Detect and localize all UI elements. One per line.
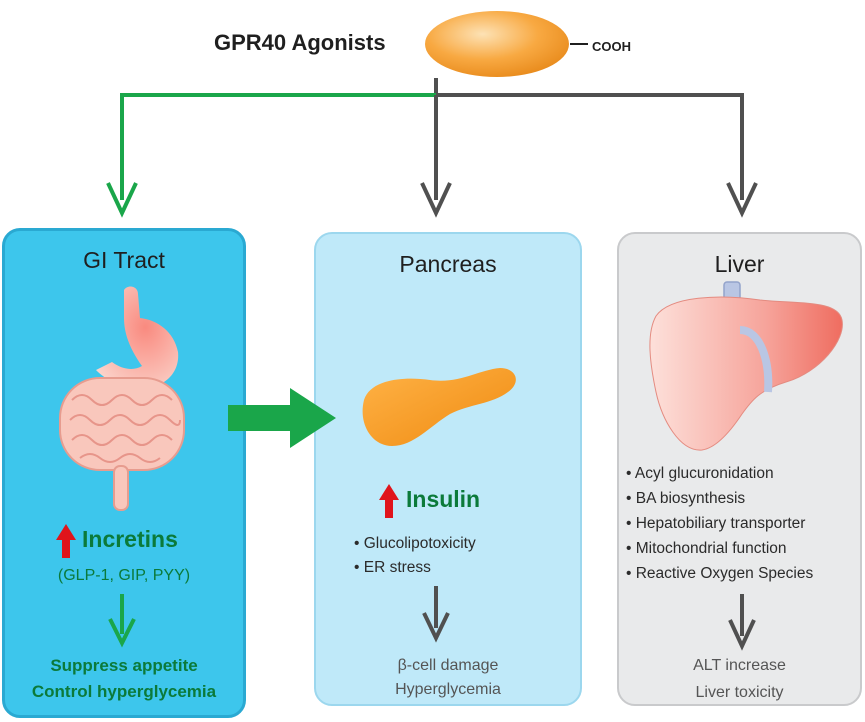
diagram-title: GPR40 Agonists	[214, 30, 386, 55]
liver-outcome-2: Liver toxicity	[695, 684, 784, 701]
pancreas-title: Pancreas	[399, 251, 497, 277]
gray-branch-line	[436, 93, 744, 200]
liver-down-arrow-icon	[728, 594, 756, 651]
gi-effect-2: Control hyperglycemia	[31, 682, 217, 701]
pancreas-outcome-2: Hyperglycemia	[395, 681, 501, 698]
insulin-up-arrow-icon	[379, 484, 399, 518]
gi-effect-1: Suppress appetite	[50, 656, 198, 675]
green-branch-line	[120, 93, 436, 200]
digestive-system-icon	[59, 286, 185, 511]
pancreas-panel	[314, 232, 582, 706]
agonist-molecule	[425, 11, 569, 77]
incretins-label: Incretins	[82, 526, 178, 552]
pancreas-down-arrow-icon	[422, 586, 450, 643]
pancreas-arrowhead-icon	[420, 182, 452, 218]
liver-bullet-2: • BA biosynthesis	[626, 490, 746, 507]
liver-title: Liver	[714, 251, 765, 277]
pancreas-organ-icon	[362, 368, 516, 446]
incretins-up-arrow-icon	[56, 524, 76, 558]
liver-bullet-3: • Hepatobiliary transporter	[626, 515, 806, 532]
gi-down-arrow-icon	[108, 594, 136, 648]
pancreas-outcome-1: β-cell damage	[397, 657, 499, 674]
insulin-label: Insulin	[406, 486, 481, 512]
liver-bullet-5: • Reactive Oxygen Species	[626, 565, 814, 582]
gi-tract-title: GI Tract	[83, 247, 165, 273]
liver-bullet-4: • Mitochondrial function	[626, 540, 787, 557]
gi-arrowhead-icon	[106, 182, 138, 218]
liver-arrowhead-icon	[726, 182, 758, 218]
liver-organ-icon	[649, 281, 843, 451]
incretins-sublabel: (GLP-1, GIP, PYY)	[57, 567, 191, 584]
cooh-label: COOH	[592, 39, 631, 54]
liver-bullet-1: • Acyl glucuronidation	[626, 465, 774, 482]
pancreas-bullet-1: • Glucolipotoxicity	[354, 535, 476, 552]
liver-outcome-1: ALT increase	[693, 657, 786, 674]
gi-to-pancreas-arrow-icon	[228, 388, 336, 448]
pancreas-bullet-2: • ER stress	[354, 559, 431, 576]
